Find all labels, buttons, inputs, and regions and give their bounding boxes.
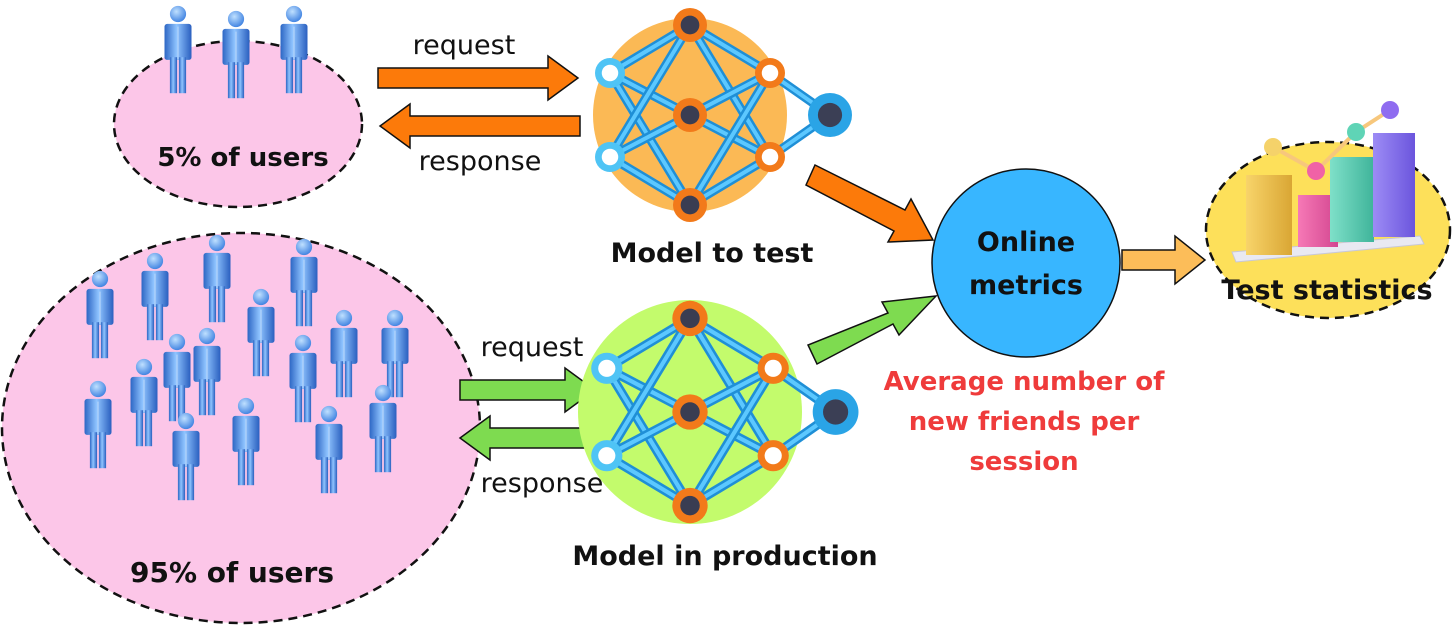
metrics-title-line2: metrics <box>969 270 1083 301</box>
production-model-label: Model in production <box>572 541 877 572</box>
test-group-label: 5% of users <box>157 143 328 173</box>
production-model <box>578 300 859 524</box>
control-user-group: 95% of users <box>0 231 482 625</box>
prod-request-arrow <box>459 366 597 414</box>
prod-request-label: request <box>481 332 584 363</box>
online-metrics-node: Online metrics <box>931 168 1121 358</box>
metric-example-line3: session <box>969 447 1078 477</box>
test-request-label: request <box>413 30 516 61</box>
prod-response-arrow <box>458 414 596 462</box>
test-user-group: 5% of users <box>112 5 364 209</box>
metrics-title-line1: Online <box>977 227 1075 258</box>
prod-response-label: response <box>481 468 604 499</box>
metric-example-line2: new friends per <box>909 407 1140 437</box>
test-model <box>593 8 852 222</box>
test-statistics-node: Test statistics <box>1204 101 1452 320</box>
metrics-to-stats-arrow <box>1121 234 1207 286</box>
bar-chart-icon <box>1231 101 1425 263</box>
control-group-label: 95% of users <box>130 556 334 589</box>
neural-network-icon <box>591 300 859 524</box>
test-statistics-label: Test statistics <box>1221 275 1432 306</box>
test-response-arrow <box>378 102 581 150</box>
test-response-label: response <box>419 146 542 177</box>
neural-network-icon <box>595 8 852 222</box>
test-model-label: Model to test <box>611 238 814 269</box>
metric-example-line1: Average number of <box>884 367 1166 397</box>
test-to-metrics-arrow <box>805 163 935 243</box>
test-request-arrow <box>377 54 580 102</box>
prod-to-metrics-arrow <box>806 295 938 366</box>
